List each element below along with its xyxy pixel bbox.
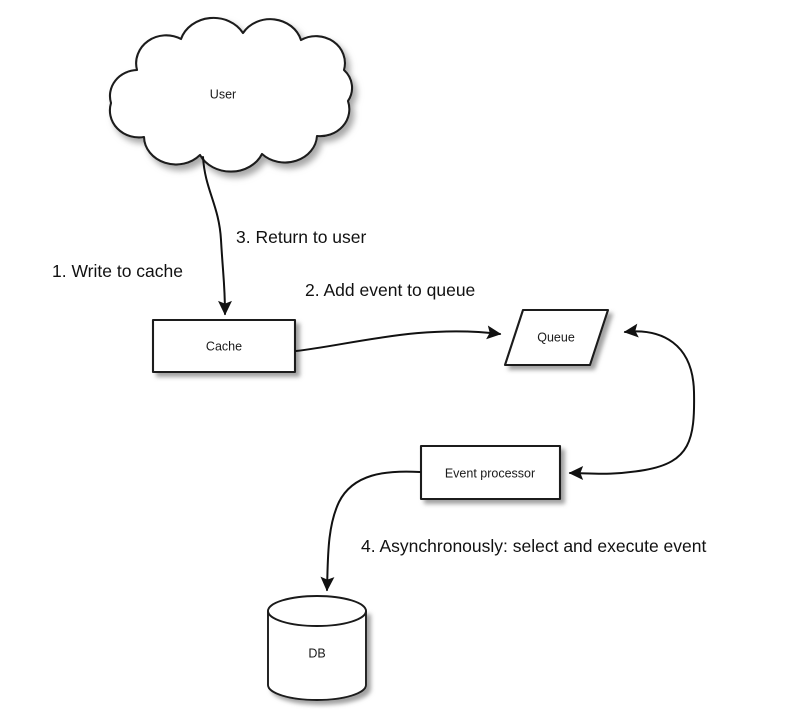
edge-label-add-event-to-queue: 2. Add event to queue xyxy=(305,280,475,300)
edge-label-return-to-user: 3. Return to user xyxy=(236,227,367,247)
node-queue[interactable]: Queue xyxy=(503,308,610,367)
node-label-event-processor: Event processor xyxy=(445,466,535,480)
node-db[interactable]: DB xyxy=(267,595,367,701)
edge-user-to-cache[interactable] xyxy=(202,156,232,316)
edge-queue-event-processor[interactable] xyxy=(568,323,696,480)
edge-cache-to-queue[interactable] xyxy=(295,325,502,352)
node-label-db: DB xyxy=(308,646,325,660)
edge-event-processor-to-db[interactable] xyxy=(320,470,421,592)
node-label-queue: Queue xyxy=(537,330,575,344)
node-user[interactable]: User xyxy=(108,16,354,173)
node-label-cache: Cache xyxy=(206,339,242,353)
edge-label-write-to-cache: 1. Write to cache xyxy=(52,261,183,281)
node-cache[interactable]: Cache xyxy=(151,318,297,374)
node-event-processor[interactable]: Event processor xyxy=(419,444,562,501)
node-label-user: User xyxy=(210,87,236,101)
edge-label-asynchronously-select-execute: 4. Asynchronously: select and execute ev… xyxy=(361,536,706,556)
